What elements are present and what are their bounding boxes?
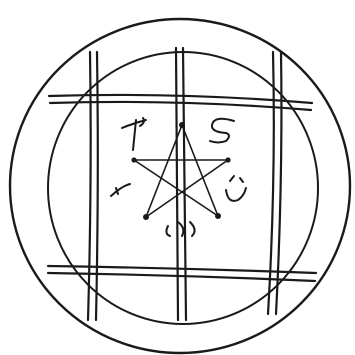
dot-right [225,157,230,162]
dot-bottom-left [143,214,149,220]
top-bar [49,95,312,110]
dot-left [131,157,136,162]
dot-top [179,122,185,128]
glyph-bottom [166,222,194,236]
pentagram [134,125,228,217]
dot-bottom-right [215,213,221,219]
glyph-right [226,176,246,201]
glyph-upper-right [210,119,234,143]
glyph-upper-left [122,118,146,150]
center-bar [176,48,186,320]
star-point-dots [131,122,230,220]
left-bar [88,52,98,320]
outer-circle [10,19,350,353]
right-bar [268,52,281,314]
glyph-left [111,184,130,196]
